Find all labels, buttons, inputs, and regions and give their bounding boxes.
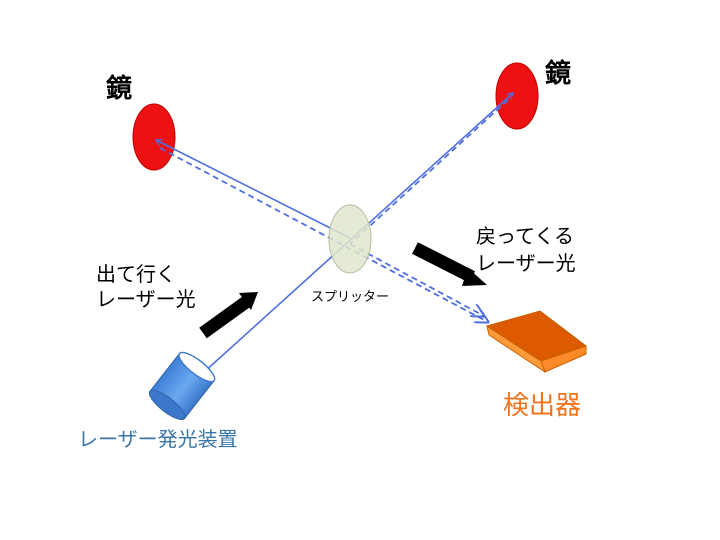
- outgoing-direction-arrow: [199, 292, 258, 339]
- beam-return-left: [159, 147, 488, 322]
- mirror-right-label: 鏡: [545, 58, 571, 89]
- beam-return-to-detector: [349, 243, 484, 316]
- splitter-label: スプリッター: [311, 290, 389, 305]
- outgoing-laser-label-line2: レーザー光: [96, 287, 196, 311]
- detector-icon: [485, 310, 588, 374]
- outgoing-laser-label-line1: 出て行く: [96, 262, 176, 286]
- laser-device-icon: [148, 351, 216, 421]
- mirror-left: [132, 103, 176, 171]
- beam-splitter: [328, 204, 372, 274]
- laser-device-label: レーザー発光装置: [78, 427, 238, 451]
- detector-label: 検出器: [503, 391, 581, 421]
- returning-direction-arrow: [412, 242, 487, 286]
- beam-return-right: [349, 99, 509, 245]
- beam-splitter-to-left-mirror: [156, 140, 351, 239]
- mirror-left-label: 鏡: [106, 73, 132, 104]
- returning-laser-label-line1: 戻ってくる: [476, 224, 574, 248]
- mirror-right: [495, 62, 539, 130]
- returning-laser-label-line2: レーザー光: [476, 251, 576, 275]
